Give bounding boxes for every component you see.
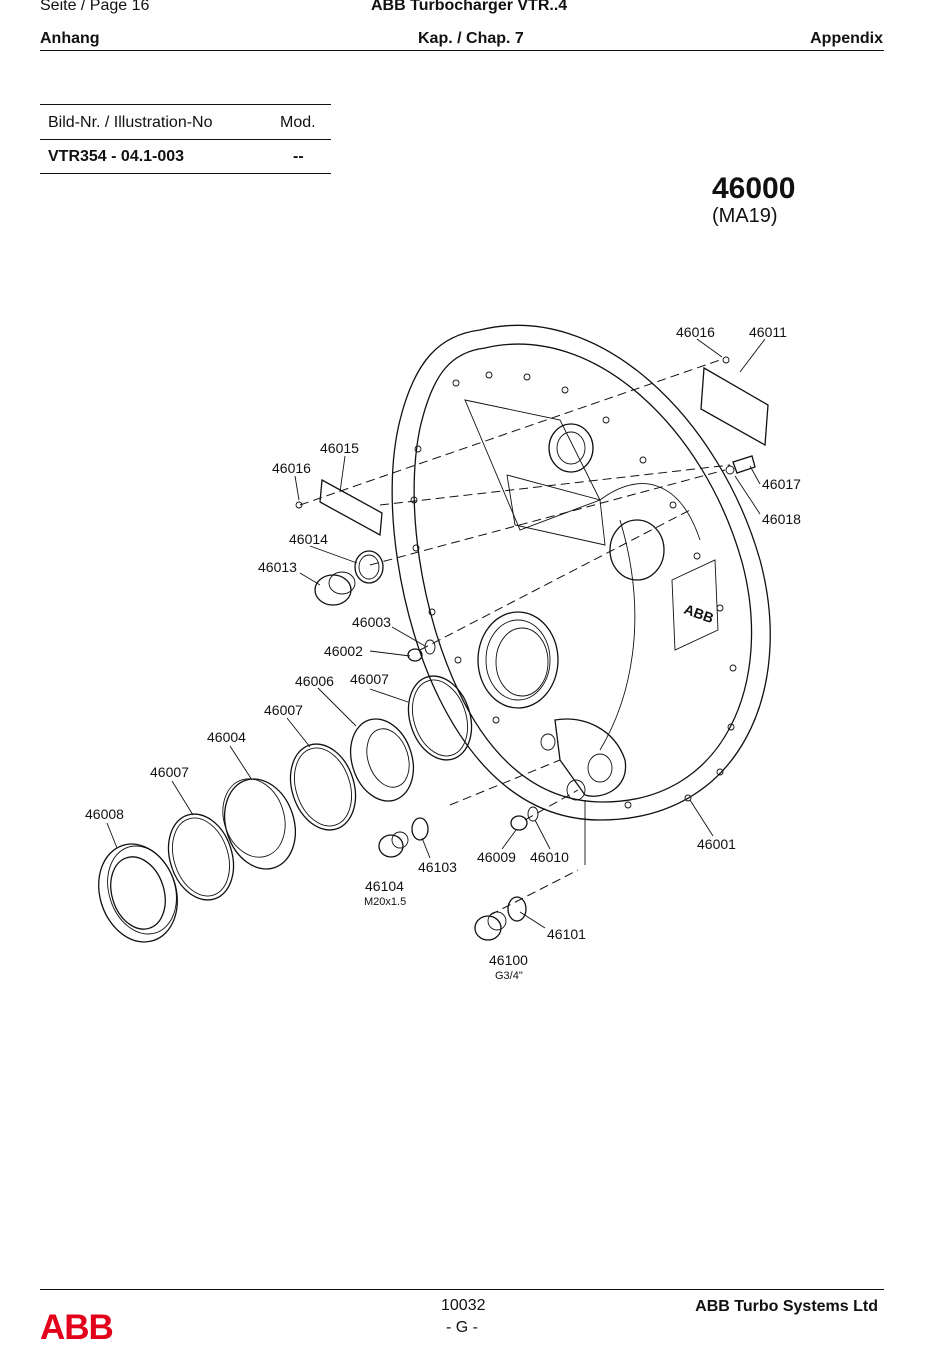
header-rule — [40, 50, 884, 51]
revision-label: - G - — [446, 1319, 478, 1336]
label-46011: 46011 — [749, 324, 787, 340]
label-46104-thread: M20x1.5 — [364, 896, 406, 908]
part-number: 46000 — [712, 172, 796, 205]
illustration-info-table: Bild-Nr. / Illustration-No Mod. VTR354 -… — [40, 104, 331, 174]
label-46104: 46104 — [365, 878, 404, 894]
document-number: 10032 — [441, 1297, 486, 1314]
table-rule-mid — [40, 139, 331, 140]
label-46015: 46015 — [320, 440, 359, 456]
label-46016-left: 46016 — [272, 460, 311, 476]
label-46010: 46010 — [530, 849, 569, 865]
casing-46001: ABB — [391, 324, 771, 821]
mod-column-header: Mod. — [280, 114, 316, 131]
table-rule-bottom — [40, 173, 331, 174]
section-label-de: Anhang — [40, 30, 100, 47]
plug-46013 — [314, 550, 384, 606]
mod-value: -- — [293, 148, 304, 165]
label-46004: 46004 — [207, 729, 246, 745]
label-46103: 46103 — [418, 859, 457, 875]
flange-bolt-holes — [410, 371, 737, 809]
label-46014: 46014 — [289, 531, 328, 547]
rings-and-covers — [167, 675, 473, 901]
plug-46104 — [378, 817, 429, 858]
plug-46009 — [510, 806, 539, 831]
label-46008: 46008 — [85, 806, 124, 822]
part-labels: 46016 46011 46015 46016 46017 46018 4601… — [85, 324, 801, 982]
table-header-row: Bild-Nr. / Illustration-No Mod. — [40, 105, 331, 139]
label-46001: 46001 — [697, 836, 736, 852]
nameplate-46011 — [700, 356, 769, 447]
label-46007-c: 46007 — [150, 764, 189, 780]
company-name: ABB Turbo Systems Ltd — [695, 1298, 878, 1315]
label-46002: 46002 — [324, 643, 363, 659]
document-title: ABB Turbocharger VTR..4 — [371, 0, 568, 14]
label-46013: 46013 — [258, 559, 297, 575]
label-46100-thread: G3/4" — [495, 970, 523, 982]
screw-46017 — [725, 455, 756, 475]
plug-46100 — [474, 896, 527, 941]
label-46016-top: 46016 — [676, 324, 715, 340]
label-46009: 46009 — [477, 849, 516, 865]
label-46006: 46006 — [295, 673, 334, 689]
table-rule-top — [40, 104, 331, 105]
part-code: (MA19) — [712, 205, 778, 227]
abb-logo: ABB — [40, 1308, 114, 1347]
assembly-lines — [299, 359, 731, 916]
footer-rule — [40, 1289, 884, 1290]
table-data-row: VTR354 - 04.1-003 -- — [40, 140, 331, 173]
leader-lines — [106, 338, 766, 929]
label-46100: 46100 — [489, 952, 528, 968]
label-46017: 46017 — [762, 476, 801, 492]
nut-46008 — [98, 843, 178, 943]
illustration-number: VTR354 - 04.1-003 — [48, 148, 185, 165]
page-label: Seite / Page 16 — [40, 0, 150, 14]
label-46007-b: 46007 — [264, 702, 303, 718]
label-46007-a: 46007 — [350, 671, 389, 687]
label-46003: 46003 — [352, 614, 391, 630]
chapter-label: Kap. / Chap. 7 — [418, 30, 524, 47]
label-46018: 46018 — [762, 511, 801, 527]
svg-text:ABB: ABB — [682, 601, 716, 626]
section-label-en: Appendix — [810, 30, 883, 47]
plug-46002 — [407, 639, 436, 662]
label-46101: 46101 — [547, 926, 586, 942]
nameplate-46015 — [295, 478, 383, 537]
illustration-column-header: Bild-Nr. / Illustration-No — [48, 114, 213, 131]
